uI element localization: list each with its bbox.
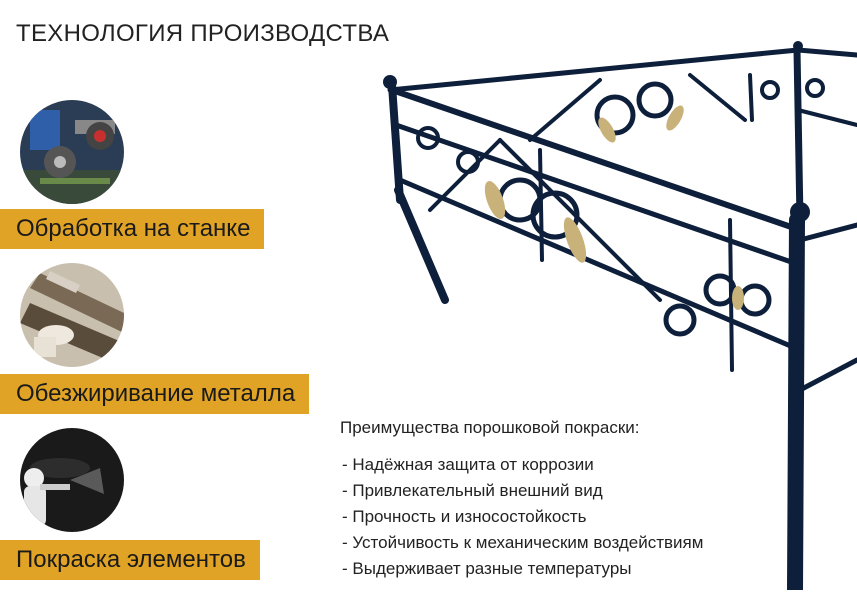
benefit-item: - Надёжная защита от коррозии: [342, 455, 594, 474]
step-label-painting: Покраска элементов: [0, 540, 260, 580]
step-label-degreasing: Обезжиривание металла: [0, 374, 310, 414]
benefits-list: - Надёжная защита от коррозии - Привлека…: [340, 452, 703, 582]
benefit-item: - Устойчивость к механическим воздействи…: [342, 533, 704, 552]
benefits-section: Преимущества порошковой покраски: - Надё…: [340, 418, 703, 582]
benefit-item: - Привлекательный внешний вид: [342, 481, 603, 500]
benefit-item: - Выдерживает разные температуры: [342, 559, 632, 578]
degreasing-photo: [20, 263, 124, 367]
step-label-machining: Обработка на станке: [0, 209, 265, 249]
painting-photo: [20, 428, 124, 532]
machining-photo: [20, 100, 124, 204]
benefit-item: - Прочность и износостойкость: [342, 507, 587, 526]
fence-illustration: [370, 30, 857, 598]
page-title: ТЕХНОЛОГИЯ ПРОИЗВОДСТВА: [16, 20, 390, 47]
benefits-heading: Преимущества порошковой покраски:: [340, 418, 640, 437]
